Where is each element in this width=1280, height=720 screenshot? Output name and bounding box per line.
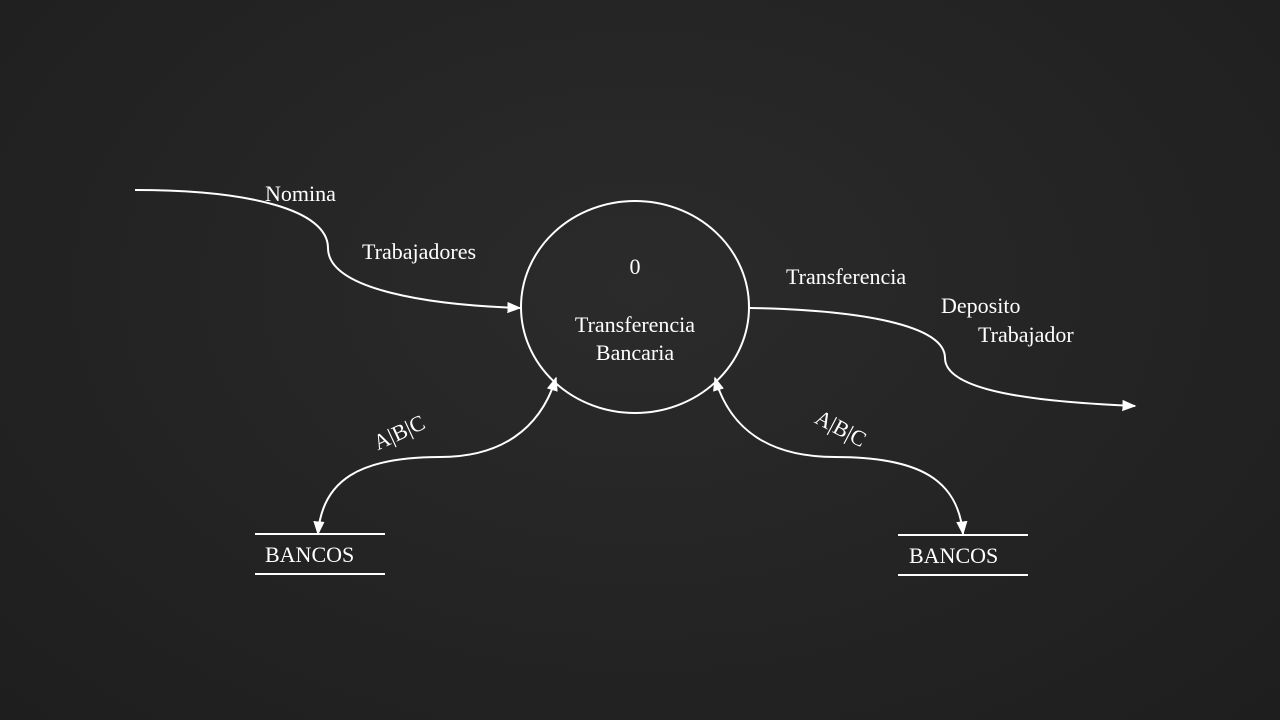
process-name-line2: Bancaria xyxy=(595,340,675,365)
output-flow-arrow xyxy=(749,307,1137,412)
right-store-label: BANCOS xyxy=(909,543,999,568)
input-flow-arrow xyxy=(134,189,522,314)
right-bank-flow-arrow xyxy=(713,376,968,536)
process-number: 0 xyxy=(629,254,641,279)
output-flow-label-line2: Deposito xyxy=(941,293,1021,318)
output-flow-label-line3: Trabajador xyxy=(978,322,1074,347)
process-name-line1: Transferencia xyxy=(574,312,696,337)
left-bank-flow-label: A|B|C xyxy=(369,410,429,455)
output-flow-label-line1: Transferencia xyxy=(786,264,907,289)
left-store-label: BANCOS xyxy=(265,542,355,567)
input-flow-label-line2: Trabajadores xyxy=(362,239,477,264)
right-bank-flow-label: A|B|C xyxy=(811,404,870,451)
input-flow-label-line1: Nomina xyxy=(265,181,336,206)
left-bank-flow-arrow xyxy=(313,376,558,536)
